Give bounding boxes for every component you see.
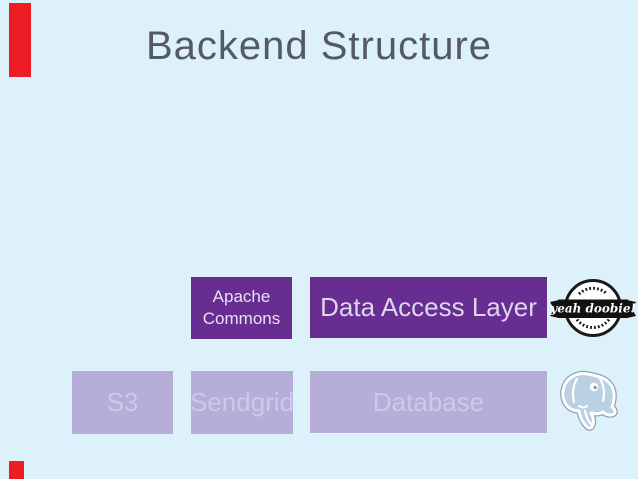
slide-title: Backend Structure bbox=[145, 24, 493, 68]
apache-commons-box: Apache Commons bbox=[191, 277, 292, 339]
data-access-layer-box: Data Access Layer bbox=[310, 277, 547, 338]
s3-box: S3 bbox=[72, 371, 173, 434]
elephant-ear-line-left bbox=[571, 377, 579, 404]
red-marker-bottom-left bbox=[9, 461, 24, 479]
yeah-doobie-badge-icon: yeah doobie! bbox=[549, 279, 636, 337]
s3-label: S3 bbox=[106, 387, 139, 417]
badge-arc-text-top bbox=[577, 286, 609, 296]
badge-ribbon-label: yeah doobie! bbox=[549, 302, 636, 316]
badge-ribbon-tail-right bbox=[627, 300, 636, 318]
badge-ribbon-tail-left bbox=[550, 300, 559, 318]
sendgrid-box: Sendgrid bbox=[189, 371, 295, 434]
postgresql-elephant-icon bbox=[560, 370, 618, 431]
red-marker-top-left bbox=[9, 3, 31, 77]
elephant-trunk-line bbox=[583, 409, 593, 426]
elephant-ear-line-right bbox=[598, 377, 606, 403]
elephant-eye-pupil bbox=[593, 385, 597, 390]
apache-commons-label: Apache Commons bbox=[202, 286, 281, 328]
badge-ribbon bbox=[558, 299, 628, 318]
elephant-mouth-line bbox=[578, 405, 588, 409]
database-label: Database bbox=[372, 386, 485, 417]
database-box: Database bbox=[310, 371, 547, 433]
sendgrid-label: Sendgrid bbox=[189, 387, 295, 417]
data-access-layer-label: Data Access Layer bbox=[320, 292, 537, 322]
elephant-body bbox=[561, 372, 617, 430]
